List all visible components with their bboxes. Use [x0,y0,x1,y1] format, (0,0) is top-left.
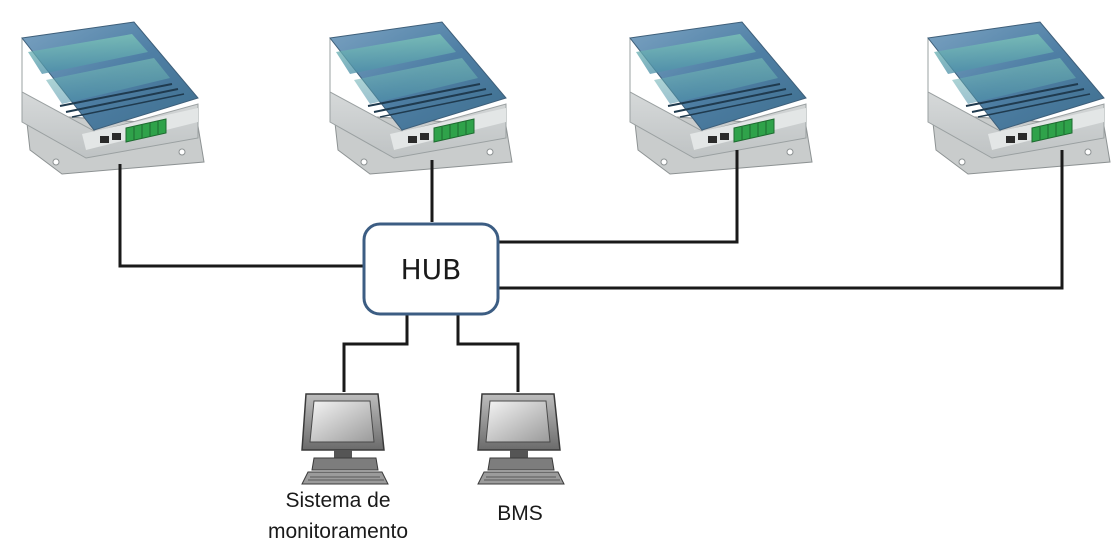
hub-box [362,222,500,316]
monitoring-computer-icon [301,393,389,485]
cables [118,150,1064,392]
controller-device-1 [21,21,205,175]
controller-device-4 [927,21,1111,175]
cable-bms [456,314,520,392]
cable-controller-1 [118,164,364,268]
cable-controller-4 [498,150,1064,290]
bms-computer-icon [477,393,565,485]
cable-controller-3 [498,150,739,244]
controller-device-2 [329,21,513,175]
monitoring-label-line2: monitoramento [268,520,408,543]
bms-label: BMS [497,502,543,525]
controller-device-3 [629,21,813,175]
cable-monitoring [342,314,409,392]
monitoring-label-line1: Sistema de [285,489,390,512]
hub-label: HUB [401,253,462,286]
